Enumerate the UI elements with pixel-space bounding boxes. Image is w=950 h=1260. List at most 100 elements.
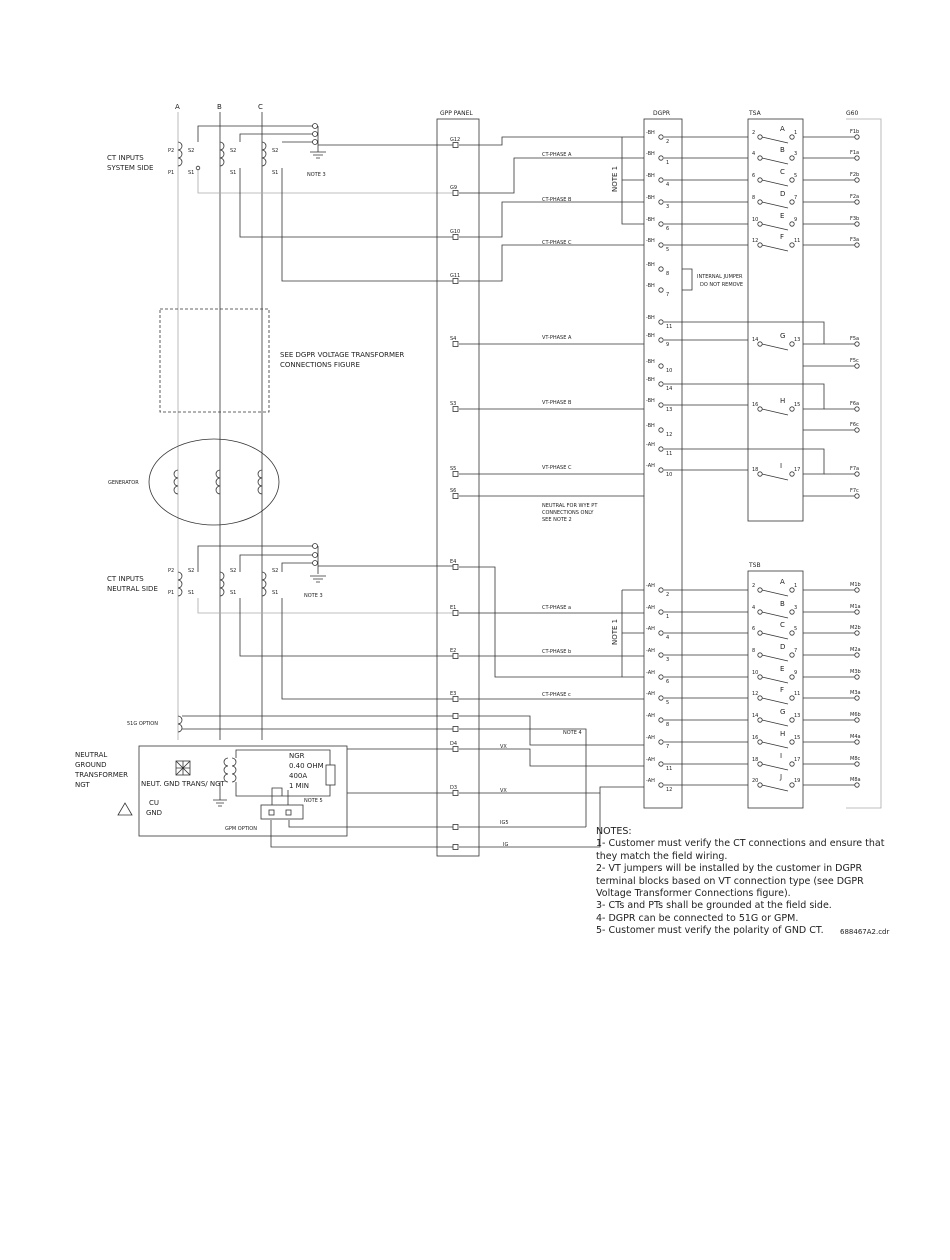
gpp-terminal-label: D4 (450, 741, 457, 747)
gpp-terminal (452, 696, 459, 702)
g60-terminal-label: F7c (850, 488, 859, 494)
ct-neutral-label-2: NEUTRAL SIDE (107, 585, 158, 593)
tsa-left-number: 4 (752, 151, 755, 157)
dgpr-terminal-number: 1 (666, 160, 669, 166)
g60-terminal-label: F2b (850, 172, 859, 178)
51g-option-ct (177, 715, 455, 733)
tsa-switch-blade (761, 136, 789, 144)
dgpr-terminal-number: 12 (666, 787, 672, 793)
ct-s1-b: S1 (230, 170, 236, 176)
signal-vt-phase-c: VT-PHASE C (542, 465, 572, 471)
ctn-s1-a: S1 (188, 590, 194, 596)
g60-terminal (854, 242, 860, 248)
dgpr-terminal-number: 6 (666, 226, 669, 232)
tsa-switch-label: I (780, 462, 782, 470)
gpp-terminal (452, 564, 459, 570)
tsb-terminal (789, 717, 795, 723)
cu-gnd-label-2: GND (146, 809, 162, 817)
tsa-switch-blade (761, 201, 789, 209)
note3-neutral: NOTE 3 (304, 593, 323, 599)
g60-terminal-label: F6c (850, 422, 859, 428)
tsb-switch-blade (761, 741, 789, 749)
tsa-terminal (757, 341, 763, 347)
tsb-left-number: 8 (752, 648, 755, 654)
tsa-terminal (789, 221, 795, 227)
gpp-terminal (452, 190, 459, 196)
gpp-terminal-label: E2 (450, 648, 456, 654)
dgpr-terminal (658, 242, 664, 248)
tsb-right-number: 9 (794, 670, 797, 676)
dgpr-terminal (658, 363, 664, 369)
cu-gnd-label-1: CU (149, 799, 159, 807)
tsa-terminal (757, 471, 763, 477)
dgpr-terminal-number: 8 (666, 722, 669, 728)
tsa-right-number: 3 (794, 151, 797, 157)
ct-s2-b: S2 (230, 148, 236, 154)
tsb-switch-blade (761, 611, 789, 619)
tsa-title: TSA (748, 110, 762, 117)
tsb-left-number: 2 (752, 583, 755, 589)
dgpr-terminal (658, 287, 664, 293)
ctn-s1-b: S1 (230, 590, 236, 596)
gpp-terminal (452, 406, 459, 412)
dgpr-terminal-number: 5 (666, 700, 669, 706)
phase-label-b: B (217, 103, 222, 111)
tsa-switch-blade (761, 244, 789, 252)
g60-terminal (854, 630, 860, 636)
dgpr-terminal-number: 10 (666, 472, 672, 478)
dgpr-terminal (658, 717, 664, 723)
tsb-left-number: 10 (752, 670, 758, 676)
tsa-terminal (757, 134, 763, 140)
dgpr-terminal-label: -BH (646, 217, 655, 223)
g60-terminal (854, 674, 860, 680)
dgpr-terminal (658, 467, 664, 473)
dgpr-terminal (658, 761, 664, 767)
ct-s2-c: S2 (272, 148, 278, 154)
dgpr-terminal-label: -AH (646, 605, 655, 611)
g60-terminal-label: F1a (850, 150, 859, 156)
dgpr-terminal-number: 13 (666, 407, 672, 413)
tsa-left-number: 12 (752, 238, 758, 244)
tsa-terminal (757, 177, 763, 183)
tsb-terminal (789, 652, 795, 658)
ctn-s1-c: S1 (272, 590, 278, 596)
g60-terminal (854, 199, 860, 205)
tsa-right-number: 13 (794, 337, 800, 343)
tsb-terminal (789, 609, 795, 615)
tsb-terminal (757, 761, 763, 767)
gpp-terminal-label: S5 (450, 466, 456, 472)
dgpr-terminal-number: 2 (666, 592, 669, 598)
signal-vt-phase-a: VT-PHASE A (542, 335, 572, 341)
dgpr-terminal-number: 5 (666, 247, 669, 253)
tsa-right-number: 11 (794, 238, 800, 244)
gpp-panel (436, 118, 480, 857)
ctn-p2: P2 (168, 568, 174, 574)
tsb-switch-blade (761, 632, 789, 640)
g60-terminal-label: M2b (850, 625, 861, 631)
g60-terminal-label: F5c (850, 358, 859, 364)
gpp-terminal-label: G9 (450, 185, 457, 191)
generator-label: GENERATOR (108, 480, 139, 486)
g60-terminal-label: F6a (850, 401, 859, 407)
dgpr-terminal-label: -BH (646, 130, 655, 136)
dgpr-terminal (658, 609, 664, 615)
tsa-left-number: 8 (752, 195, 755, 201)
tsb-terminal (757, 782, 763, 788)
tsb-switch-blade (761, 654, 789, 662)
phase-label-c: C (258, 103, 263, 111)
neutral-wye-2: CONNECTIONS ONLY (542, 510, 594, 516)
tsb-terminal (757, 695, 763, 701)
tsa-switch-label: D (780, 190, 785, 198)
dgpr-terminal-label: -AH (646, 757, 655, 763)
tsa-switch-blade (761, 223, 789, 231)
note3-system: NOTE 3 (307, 172, 326, 178)
gpp-terminal-label: G12 (450, 137, 460, 143)
neutral-wye-1: NEUTRAL FOR WYE PT (542, 503, 598, 509)
signal-ct-phase-b: CT-PHASE B (542, 197, 572, 203)
tsa-terminal (757, 199, 763, 205)
dgpr-terminal-number: 11 (666, 451, 672, 457)
dgpr-terminal-label: -AH (646, 735, 655, 741)
tsa-switch-blade (761, 157, 789, 165)
g60-terminal (854, 177, 860, 183)
